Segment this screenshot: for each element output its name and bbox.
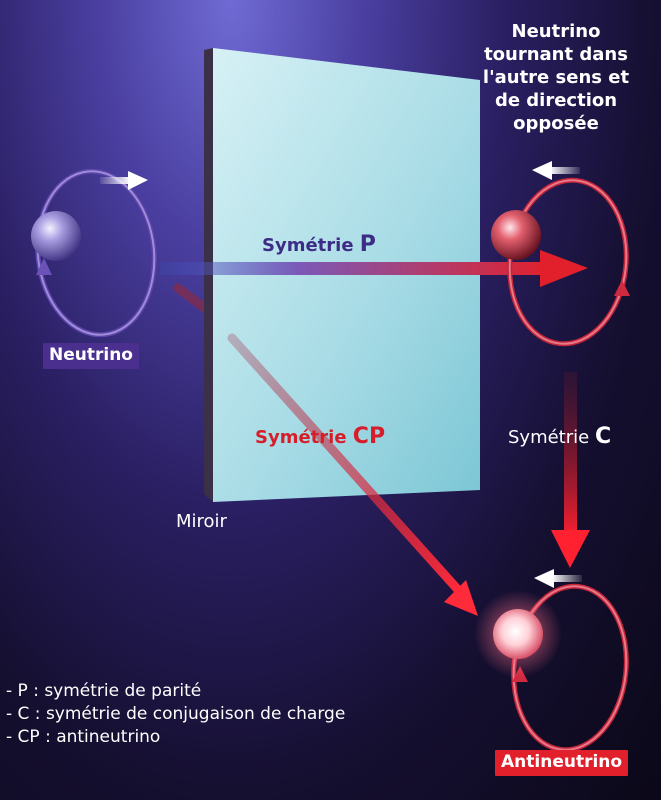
- symmetry-cp-label: Symétrie CP: [255, 424, 385, 449]
- description-line: Neutrino: [511, 21, 601, 42]
- symmetry-cp-prefix: Symétrie: [255, 427, 353, 448]
- description-line: opposée: [513, 113, 599, 134]
- cp-symmetry-arrow: [227, 333, 478, 616]
- legend-item-c: - C : symétrie de conjugaison de charge: [6, 704, 346, 724]
- symmetry-cp-letter: CP: [352, 424, 386, 449]
- description-line: tournant dans: [484, 44, 628, 65]
- legend: - P : symétrie de parité - C : symétrie …: [6, 680, 345, 749]
- mirrored-neutrino-particle: [491, 161, 630, 347]
- c-symmetry-arrow: [551, 372, 590, 568]
- symmetry-p-prefix: Symétrie: [262, 235, 360, 256]
- symmetry-c-prefix: Symétrie: [508, 427, 595, 448]
- description-line: de direction: [494, 90, 618, 111]
- antineutrino-particle: [474, 569, 629, 753]
- neutrino-label: Neutrino: [43, 343, 139, 369]
- symmetry-p-letter: P: [359, 232, 376, 257]
- symmetry-c-label: Symétrie C: [508, 424, 611, 449]
- symmetry-p-label: Symétrie P: [262, 232, 376, 257]
- mirror-label: Miroir: [176, 511, 227, 532]
- neutrino-particle: [31, 168, 157, 338]
- legend-item-cp: - CP : antineutrino: [6, 727, 161, 747]
- antineutrino-label: Antineutrino: [495, 750, 629, 776]
- p-symmetry-arrow: [160, 250, 588, 287]
- symmetry-c-letter: C: [594, 424, 612, 449]
- mirrored-neutrino-description: Neutrino tournant dans l'autre sens et d…: [471, 20, 641, 135]
- description-line: l'autre sens et: [482, 67, 630, 88]
- legend-item-p: - P : symétrie de parité: [6, 681, 202, 701]
